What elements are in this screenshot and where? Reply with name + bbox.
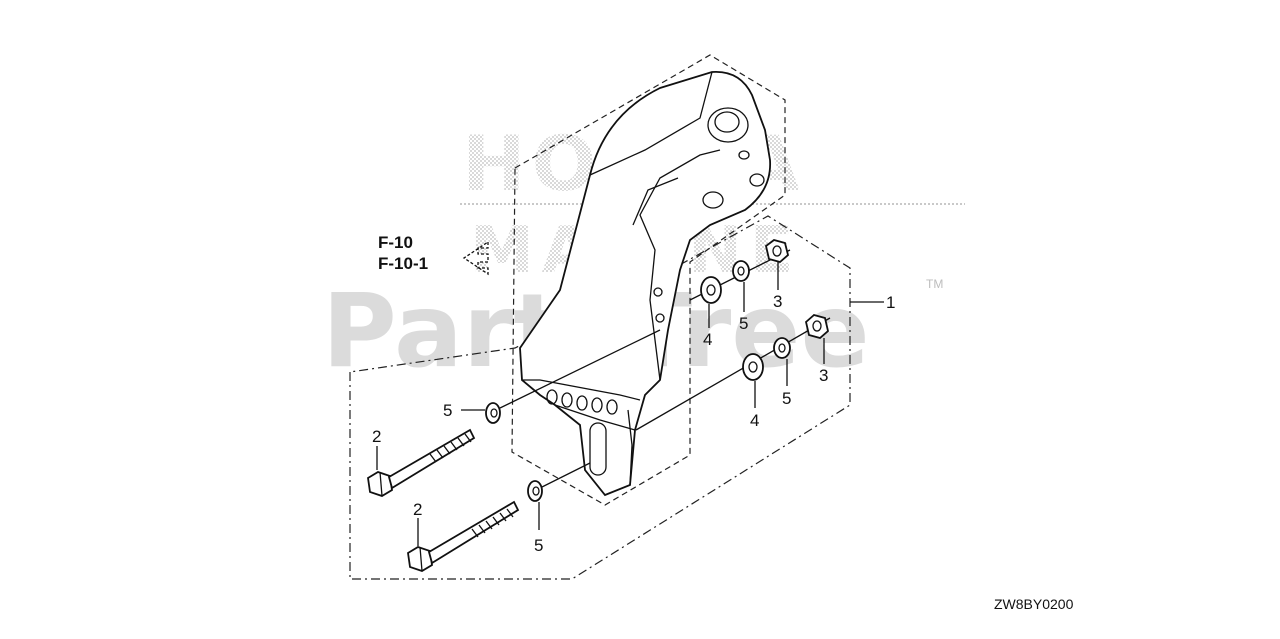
callout-1: 1 [886, 293, 895, 312]
bolt-lower [407, 500, 520, 572]
callout-5-right-upper: 5 [739, 314, 748, 333]
reference-arrow-icon [462, 240, 489, 276]
stern-bracket [519, 71, 771, 497]
reference-label-f10-1[interactable]: F-10-1 [378, 254, 428, 273]
leader-lines [376, 262, 884, 546]
callout-4-upper: 4 [703, 330, 712, 349]
callout-2-upper: 2 [372, 427, 381, 446]
callout-3-lower: 3 [819, 366, 828, 385]
callout-5-right-lower: 5 [782, 389, 791, 408]
flat-washer-lower [742, 353, 764, 381]
nut-lower [805, 314, 829, 339]
bolt-upper [367, 428, 476, 497]
washer-left-upper [485, 402, 501, 424]
assembly-boundary [349, 215, 851, 580]
callout-4-lower: 4 [750, 411, 759, 430]
washer-right-lower [773, 337, 791, 359]
watermark-tm: TM [926, 277, 943, 291]
callout-3-upper: 3 [773, 292, 782, 311]
diagram-code: ZW8BY0200 [994, 596, 1074, 612]
callout-5-left-lower: 5 [534, 536, 543, 555]
flat-washer-upper [700, 276, 722, 304]
bracket-envelope-outline [511, 54, 786, 506]
nut-upper [764, 239, 790, 263]
washer-left-lower [527, 480, 543, 502]
callout-2-lower: 2 [413, 500, 422, 519]
washer-right-upper [732, 260, 750, 282]
callout-5-left-upper: 5 [443, 401, 452, 420]
reference-label-f10[interactable]: F-10 [378, 233, 413, 252]
